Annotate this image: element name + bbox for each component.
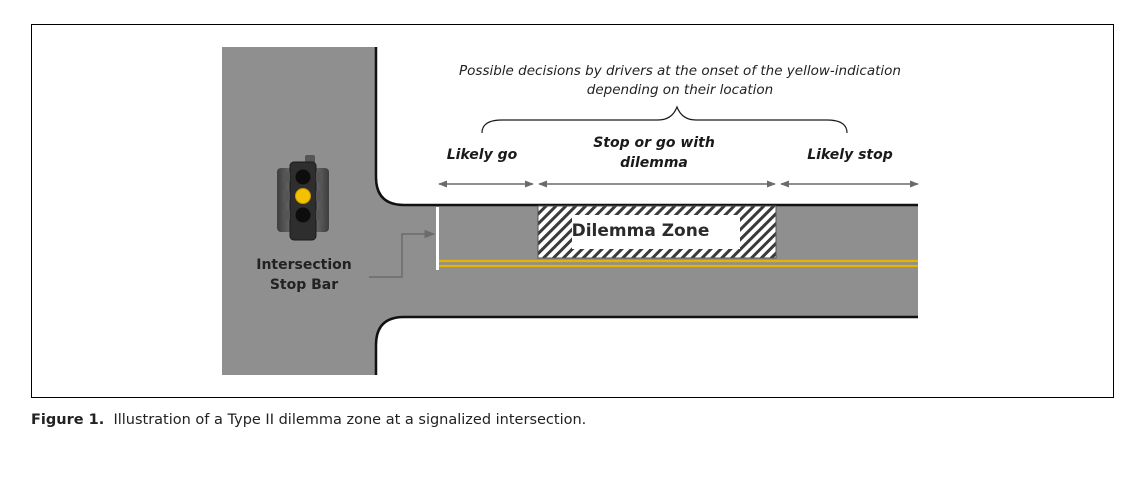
figure-label: Figure 1. <box>31 412 105 428</box>
stop-bar-label: Intersection Stop Bar <box>256 257 352 293</box>
figure-caption: Figure 1. Illustration of a Type II dile… <box>31 412 1114 428</box>
dilemma-zone-label: Dilemma Zone <box>571 221 710 241</box>
figure-caption-text: Illustration of a Type II dilemma zone a… <box>113 412 587 428</box>
yellow-lamp-icon <box>295 188 311 204</box>
dilemma-zone-label-bg <box>572 215 740 249</box>
decisions-brace <box>481 105 848 134</box>
figure-frame: Possible decisions by drivers at the ons… <box>31 24 1114 398</box>
stop-or-go-label: Stop or go with dilemma <box>593 135 715 171</box>
curb-upper <box>374 47 918 207</box>
curb-lower <box>374 315 918 375</box>
traffic-light-icon <box>277 155 329 241</box>
likely-go-label: Likely go <box>446 147 518 163</box>
likely-stop-label: Likely stop <box>807 147 893 163</box>
stop-bar <box>436 207 439 270</box>
green-lamp-icon <box>295 207 311 223</box>
dilemma-zone-diagram <box>222 47 919 375</box>
decisions-caption: Possible decisions by drivers at the ons… <box>459 63 901 98</box>
stop-bar-pointer-arrow <box>369 229 436 278</box>
red-lamp-icon <box>295 169 311 185</box>
